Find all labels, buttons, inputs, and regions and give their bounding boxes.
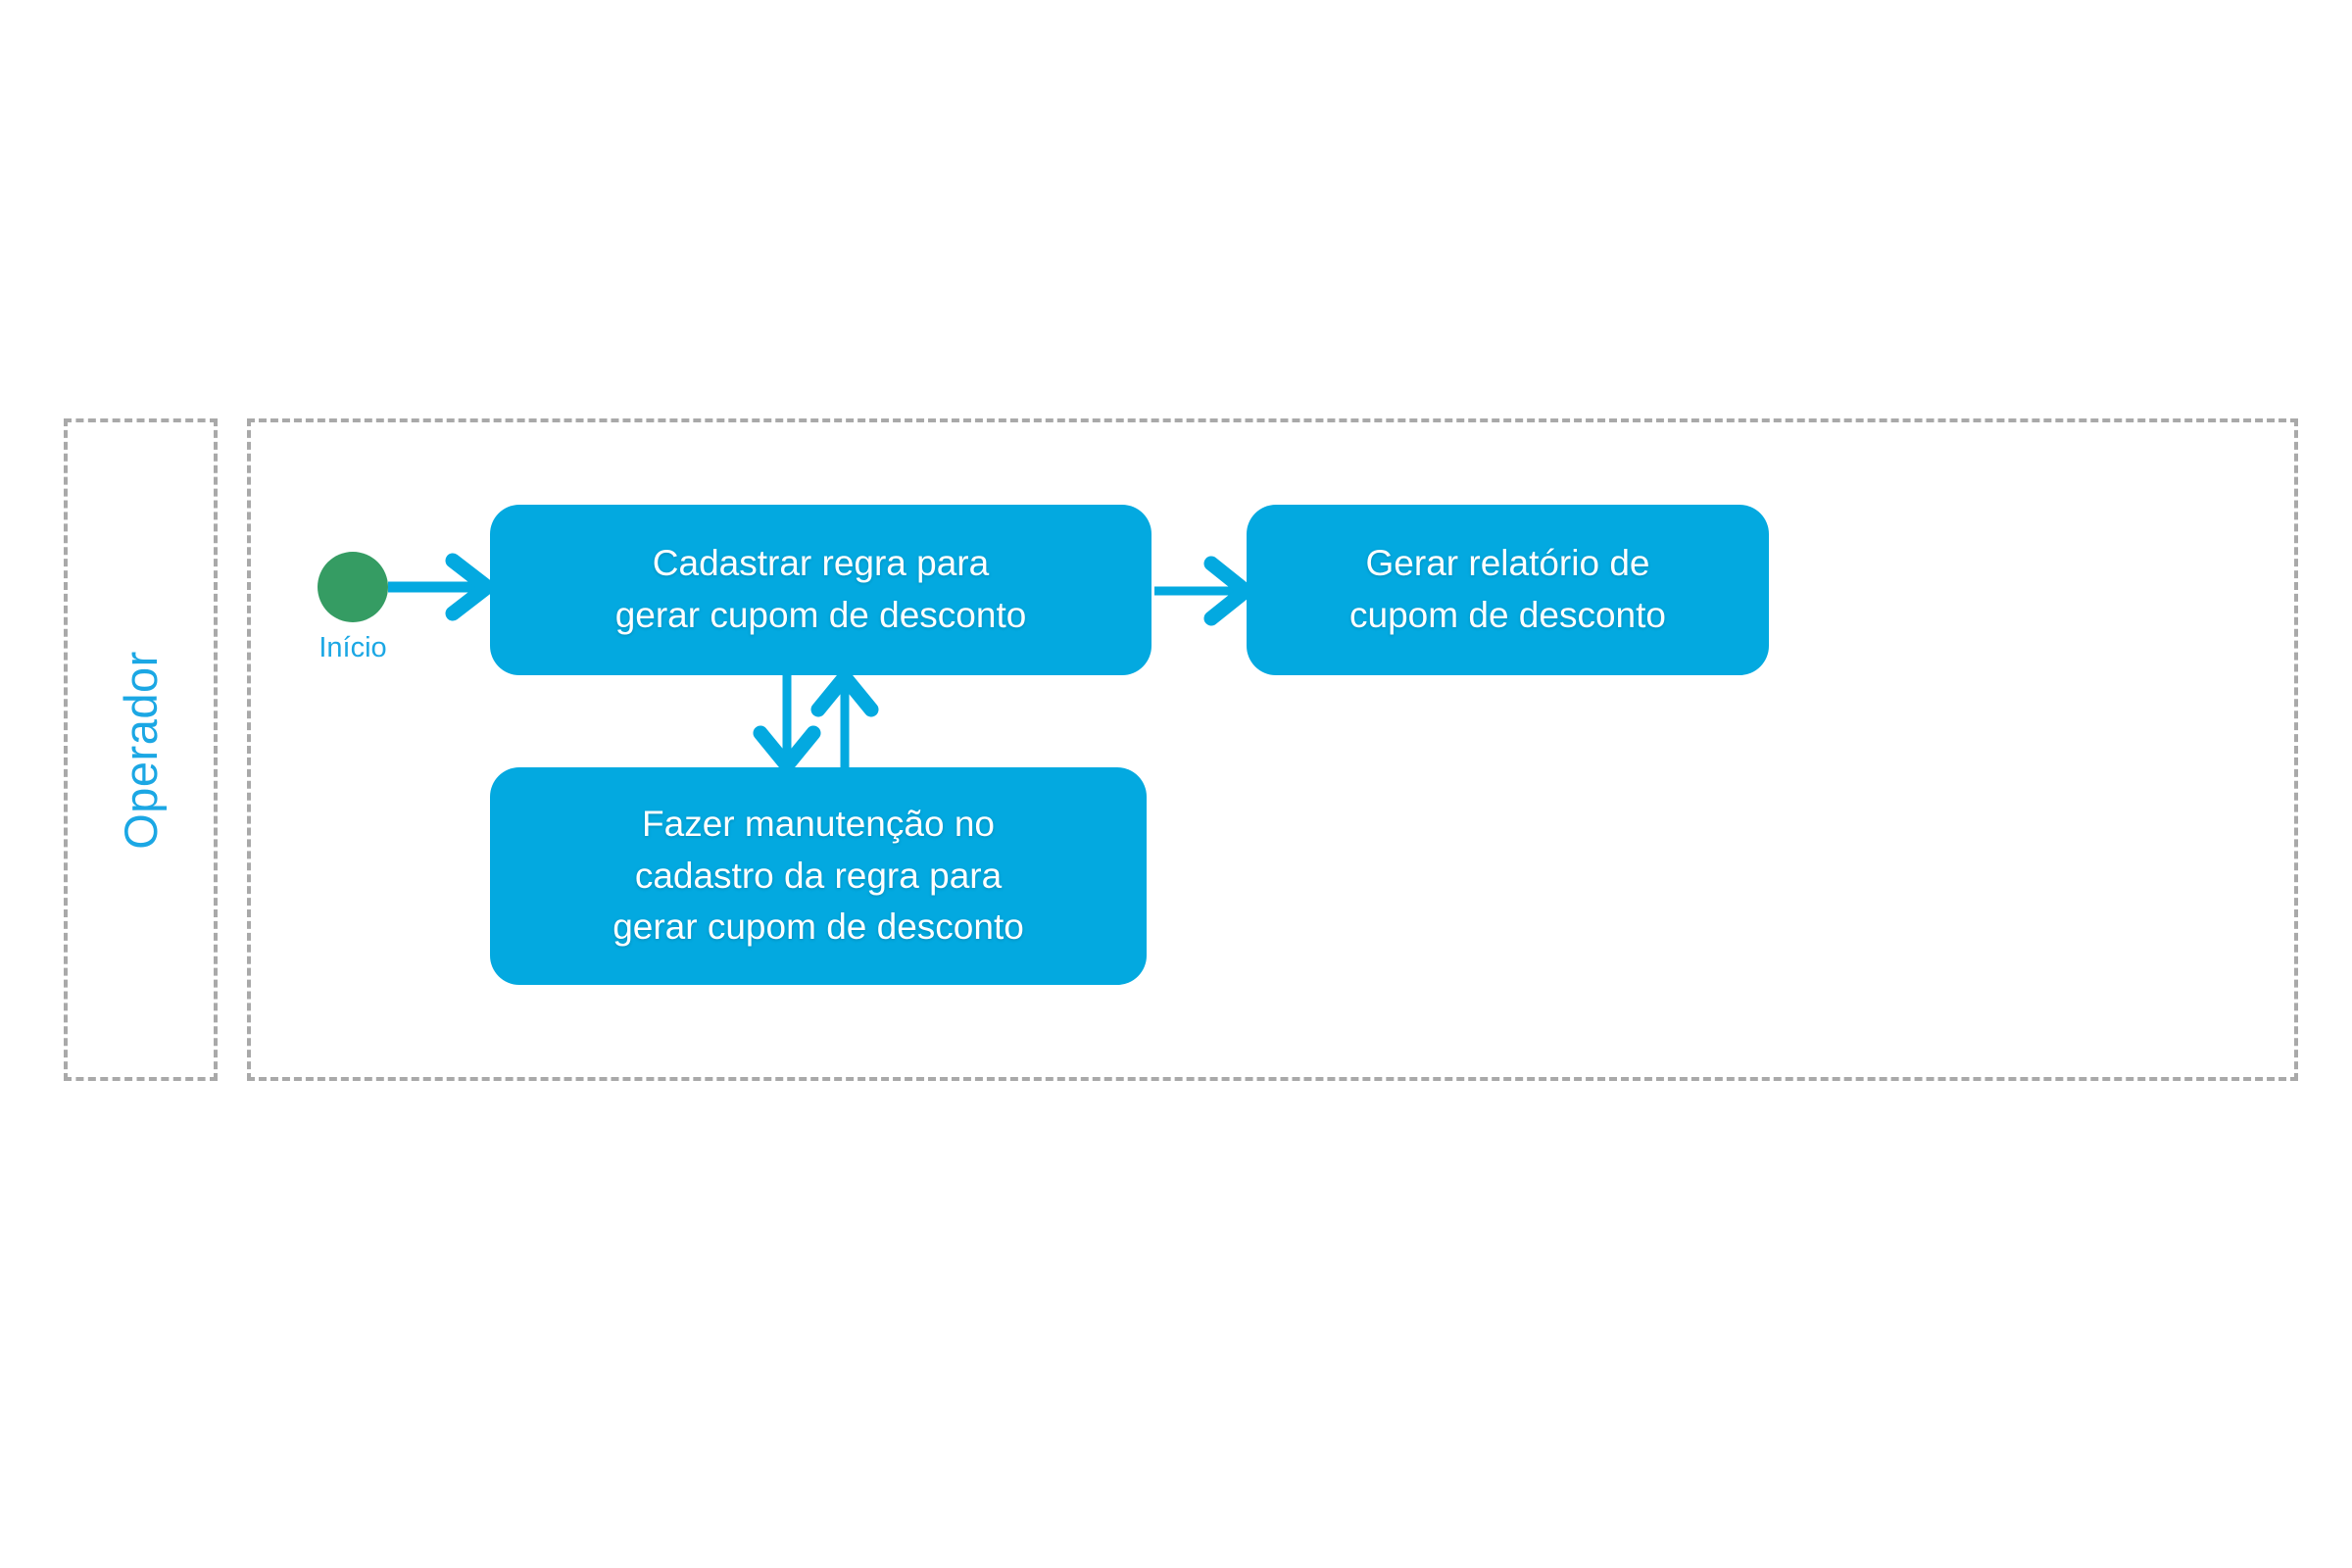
activity-node-gerar-relatorio[interactable]: Gerar relatório de cupom de desconto bbox=[1247, 505, 1769, 675]
activity-node-fazer-manutencao[interactable]: Fazer manutenção no cadastro da regra pa… bbox=[490, 767, 1147, 985]
start-node-label: Início bbox=[318, 632, 387, 663]
swimlane-label-column bbox=[64, 418, 218, 1081]
swimlane-body-column bbox=[247, 418, 2298, 1081]
activity-node-cadastrar-regra[interactable]: Cadastrar regra para gerar cupom de desc… bbox=[490, 505, 1152, 675]
start-node-icon[interactable] bbox=[318, 552, 388, 622]
